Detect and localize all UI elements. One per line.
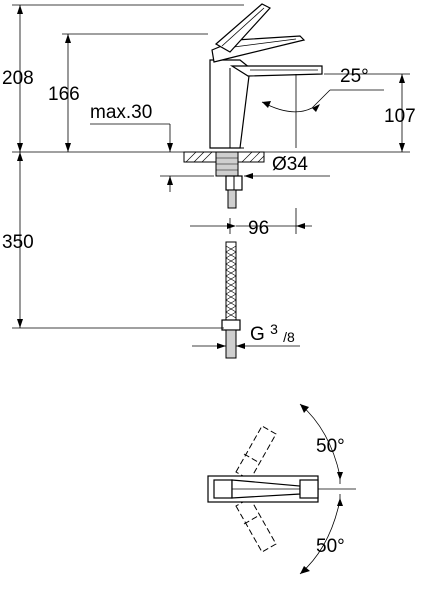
- dim-107-label: 107: [384, 106, 416, 127]
- spout-position-left: [235, 425, 277, 481]
- lever: [211, 3, 306, 63]
- plan-view: 50° 50°: [207, 403, 356, 575]
- dim-d34: Ø34: [244, 154, 330, 179]
- dim-50deg-top-label: 50°: [316, 436, 345, 457]
- dim-g38: G 3 /8: [192, 318, 300, 349]
- dim-g38-label: G 3 /8: [250, 318, 295, 345]
- spout-position-right: [235, 497, 277, 553]
- dim-96: 96: [190, 208, 312, 239]
- mounting-shank: [215, 151, 243, 191]
- dim-208: 208: [2, 4, 410, 153]
- supply-hose-lower: [221, 241, 241, 359]
- dim-107: 107: [324, 73, 416, 152]
- mixer-top: [207, 475, 319, 503]
- mixer-body: [209, 59, 251, 149]
- dim-166-label: 166: [48, 84, 80, 105]
- dim-96-label: 96: [248, 218, 269, 239]
- dim-350-label: 350: [2, 232, 34, 253]
- dim-50deg-bottom-label: 50°: [316, 536, 345, 557]
- dim-25deg-label: 25°: [340, 66, 369, 87]
- dim-max30: max.30: [90, 102, 214, 192]
- elevation-view: 208 166 max.30: [2, 3, 416, 359]
- dim-166: 166: [48, 33, 208, 152]
- swivel-arc-top: 50°: [299, 403, 345, 477]
- dim-d34-label: Ø34: [272, 154, 308, 175]
- dim-208-label: 208: [2, 68, 34, 89]
- supply-hose-upper: [227, 189, 237, 209]
- dim-max30-label: max.30: [90, 102, 152, 123]
- spout: [229, 65, 323, 77]
- swivel-arc-bottom: 50°: [299, 499, 345, 575]
- dim-25deg: 25°: [261, 66, 384, 148]
- dim-350: 350: [2, 152, 224, 329]
- spout-centreline: [318, 472, 356, 506]
